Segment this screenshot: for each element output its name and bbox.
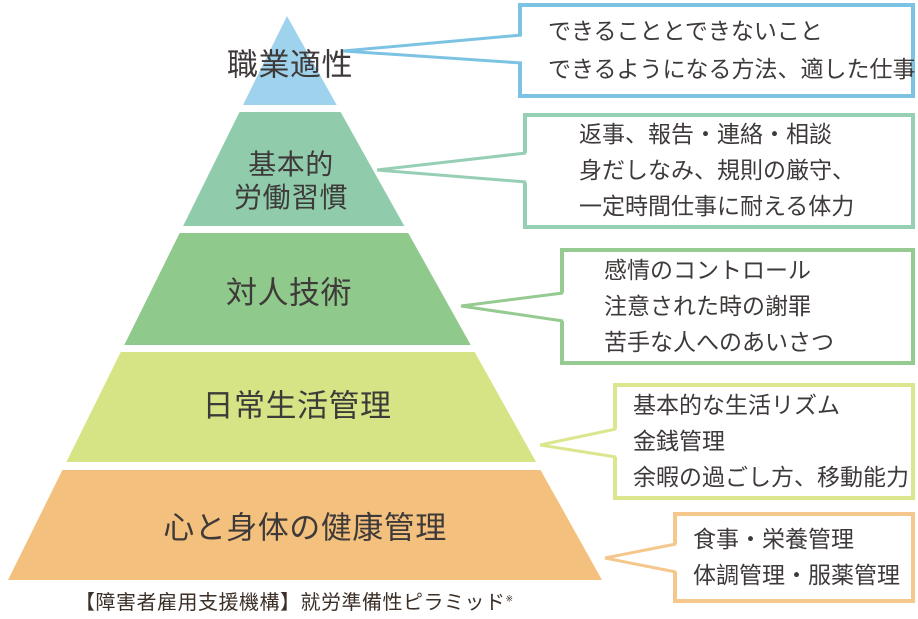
callout-line: できるようになる方法、適した仕事 [548, 56, 916, 83]
pyramid-label-line-2: 労働習慣 [233, 181, 349, 214]
callout-line: 身だしなみ、規則の厳守、 [579, 158, 855, 184]
callout-line: 余暇の過ごし方、移動能力 [633, 464, 909, 491]
pyramid-label-interpersonal-skills: 対人技術 [226, 275, 352, 312]
pyramid-level-health-management [8, 470, 602, 580]
callout-pointer-daily-life-management [539, 427, 623, 459]
pyramid-label-basic-work-habits: 基本的 労働習慣 [234, 148, 348, 214]
callout-vocational-aptitude: できることとできないこと できるようになる方法、適した仕事 [518, 3, 916, 98]
pyramid-label-daily-life-management: 日常生活管理 [202, 388, 392, 425]
callout-line: 食事・栄養管理 [693, 526, 854, 553]
callout-pointer-vocational-aptitude [342, 33, 528, 65]
callout-line: 一定時間仕事に耐える体力 [579, 194, 855, 220]
pyramid-label-health-management: 心と身体の健康管理 [163, 510, 447, 547]
pyramid-label-vocational-aptitude: 職業適性 [227, 47, 353, 84]
source-caption-text: 【障害者雇用支援機構】就労準備性ピラミッド [75, 590, 506, 614]
callout-line: 感情のコントロール [604, 257, 811, 284]
callout-basic-work-habits: 返事、報告・連絡・相談 身だしなみ、規則の厳守、 一定時間仕事に耐える体力 [523, 113, 915, 229]
callout-daily-life-management: 基本的な生活リズム 金銭管理 余暇の過ごし方、移動能力 [613, 383, 915, 500]
callout-line: 苦手な人へのあいさつ [604, 329, 834, 356]
callout-line: できることとできないこと [548, 18, 823, 45]
source-caption-note-mark: ※ [505, 594, 514, 605]
callout-pointer-basic-work-habits [376, 151, 533, 184]
callout-line: 注意された時の謝罪 [604, 293, 811, 320]
callout-health-management: 食事・栄養管理 体調管理・服薬管理 [673, 512, 915, 603]
callout-line: 基本的な生活リズム [633, 392, 840, 419]
callout-interpersonal-skills: 感情のコントロール 注意された時の謝罪 苦手な人へのあいさつ [560, 248, 915, 365]
callout-pointer-health-management [604, 542, 683, 574]
pyramid-label-line-1: 基本的 [248, 147, 334, 181]
callout-line: 金銭管理 [633, 428, 725, 455]
callout-line: 返事、報告・連絡・相談 [579, 122, 832, 148]
callout-line: 体調管理・服薬管理 [693, 562, 900, 589]
source-caption: 【障害者雇用支援機構】就労準備性ピラミッド※ [75, 586, 514, 615]
callout-pointer-interpersonal-skills [460, 291, 570, 323]
